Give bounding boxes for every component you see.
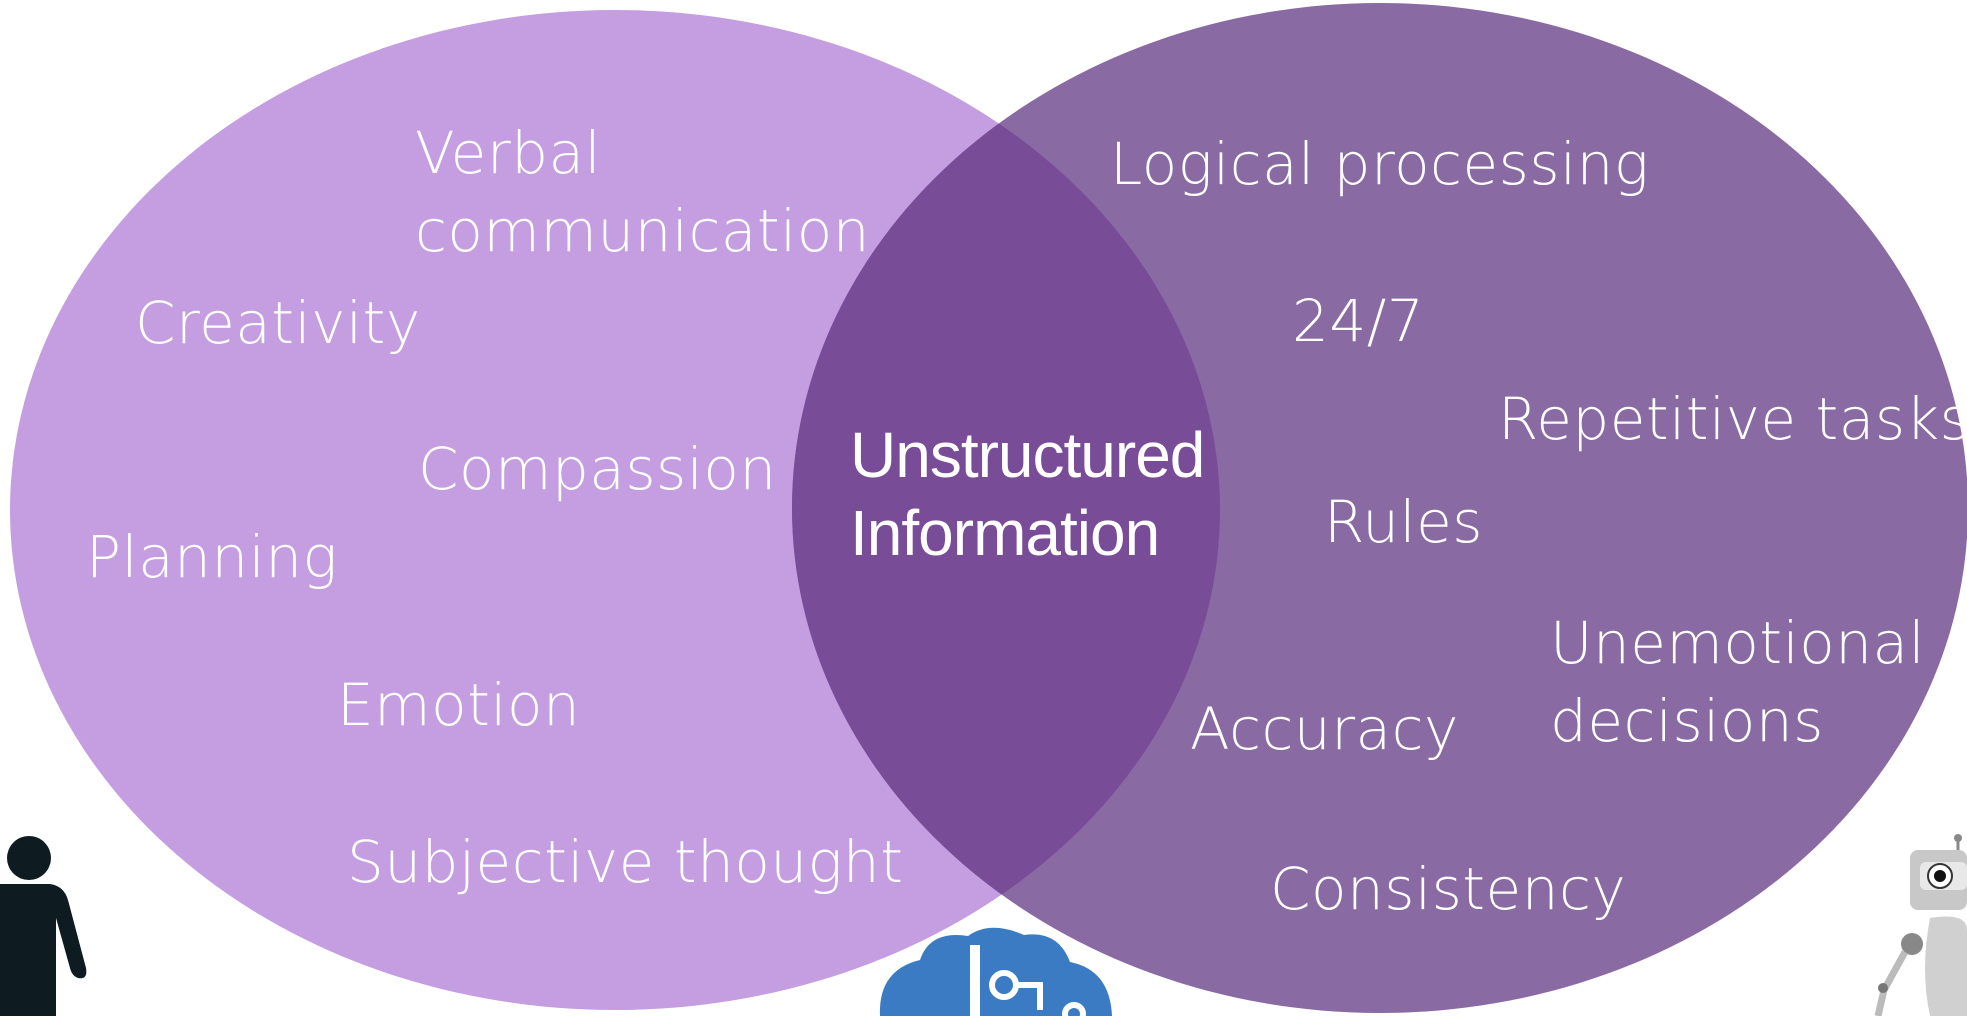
label-repetitive-tasks: Repetitive tasks [1498,385,1967,453]
label-center-line1: Unstructured [850,419,1205,491]
label-verbal-line1: Verbal [415,119,602,187]
person-icon [0,836,87,1016]
label-verbal-line2: communication [415,197,871,265]
label-creativity: Creativity [135,289,421,357]
label-consistency: Consistency [1270,855,1627,923]
label-verbal-communication: Verbal communication [415,114,870,270]
label-24-7: 24/7 [1292,287,1425,355]
cloud-circuit-icon [879,927,1112,1016]
label-compassion: Compassion [418,435,777,503]
label-unemotional-line1: Unemotional [1550,609,1926,677]
label-emotion: Emotion [337,671,581,739]
label-subjective-thought: Subjective thought [347,828,904,896]
label-logical-processing: Logical processing [1110,130,1650,198]
label-accuracy: Accuracy [1190,695,1459,763]
label-center-line2: Information [850,497,1160,569]
label-rules: Rules [1324,488,1483,556]
label-planning: Planning [86,523,338,591]
label-unemotional-decisions: Unemotional decisions [1550,604,1925,760]
label-unstructured-information: Unstructured Information [850,416,1205,572]
overlap-region [792,10,1220,1010]
label-unemotional-line2: decisions [1550,687,1824,755]
robot-icon [1874,834,1967,1016]
